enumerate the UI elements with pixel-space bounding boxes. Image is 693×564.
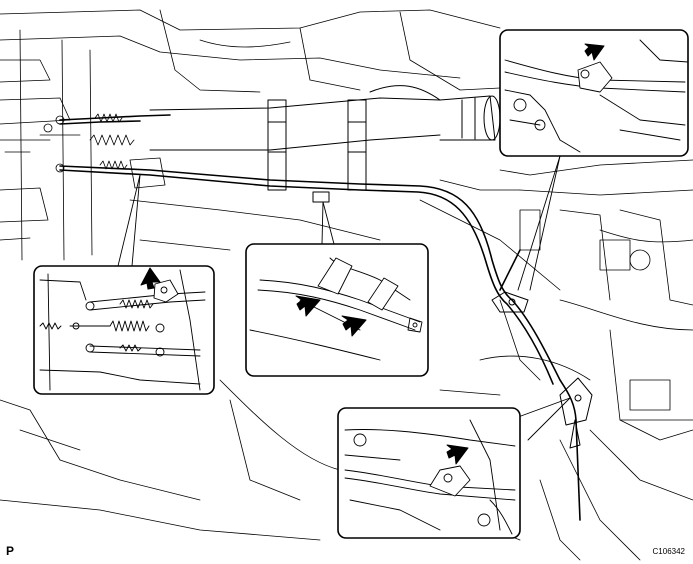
- exhaust-pipe: [149, 85, 501, 151]
- detail-box-center: [245, 243, 429, 377]
- underbody-structure: [0, 9, 693, 561]
- arrow-icon: [341, 315, 367, 337]
- arrow-icon: [584, 43, 605, 61]
- springs-main: [4, 113, 166, 189]
- detail-box-left: [33, 265, 215, 395]
- figure-code: C106342: [652, 547, 685, 556]
- detail-box-top-right: [499, 29, 689, 157]
- cable-bracket-mid-right: [491, 291, 529, 313]
- detail-box-bottom-right: [337, 407, 521, 539]
- clamp-marker: [312, 191, 330, 203]
- leader-lines: [117, 155, 571, 441]
- brake-cables: [59, 114, 581, 521]
- arrow-icon: [295, 295, 321, 317]
- corner-label: P: [6, 544, 15, 558]
- arrow-icon: [446, 444, 469, 465]
- cable-bracket-lower-right: [559, 377, 593, 449]
- arrow-icon: [140, 267, 161, 290]
